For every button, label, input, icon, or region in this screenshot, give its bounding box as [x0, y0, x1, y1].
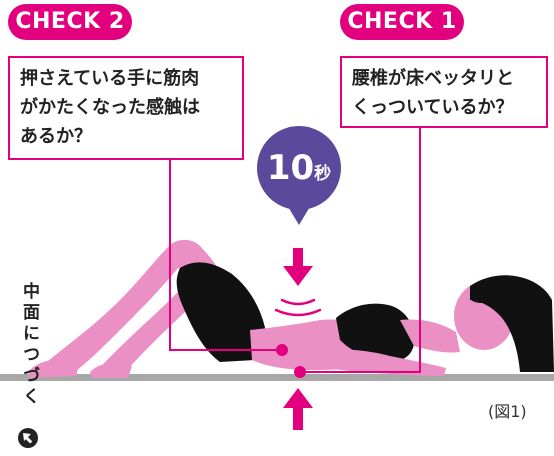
arrow-down-icon	[283, 248, 313, 286]
dot-marker-icon	[294, 366, 306, 378]
check1-text: 腰椎が床ベッタリと くっついているか？	[340, 56, 548, 128]
dot-marker-icon	[276, 344, 288, 356]
timer-number: 10	[266, 148, 315, 188]
right-foot	[90, 362, 132, 378]
check2-connector	[169, 160, 282, 351]
left-leg	[40, 239, 232, 375]
timer-badge-shape	[257, 126, 341, 225]
shoulders	[400, 319, 460, 353]
timer-label: 10秒	[256, 151, 342, 185]
eye	[479, 293, 485, 299]
check1-label: CHECK 1	[340, 4, 464, 40]
arm	[306, 349, 446, 376]
floor-line	[0, 374, 554, 381]
hair	[470, 275, 554, 372]
timer-badge: 10秒	[256, 125, 342, 237]
left-foot	[28, 359, 80, 378]
figure-label: (図1)	[488, 402, 527, 421]
arrow-up-icon	[283, 388, 313, 430]
top	[336, 303, 415, 362]
check2-label: CHECK 2	[8, 4, 132, 40]
check2-text: 押さえている手に筋肉 がかたくなった感触は あるか？	[8, 56, 244, 160]
continue-note: 中面につづく	[19, 282, 39, 408]
check1-connector	[300, 128, 421, 373]
wave-icon	[274, 298, 322, 317]
arrow-upleft-icon	[18, 428, 38, 448]
shorts	[176, 262, 267, 362]
timer-unit: 秒	[314, 164, 332, 184]
